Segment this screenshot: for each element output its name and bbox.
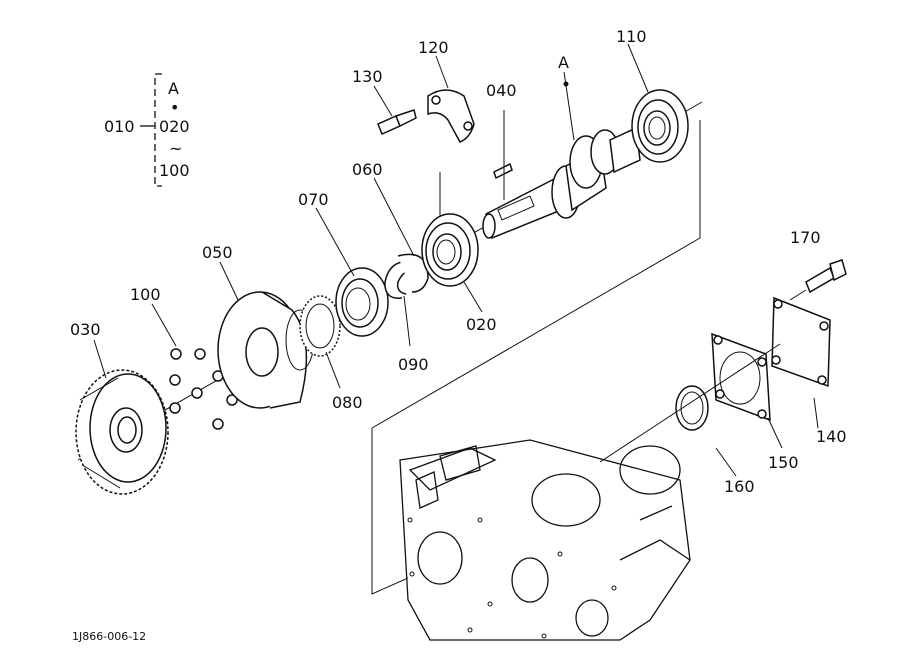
part-140-cover	[771, 296, 831, 388]
part-170-bolt	[789, 259, 847, 301]
label-170: 170	[790, 228, 821, 247]
ref-a-bullet	[563, 81, 569, 87]
label-150: 150	[768, 453, 799, 472]
part-160-o-ring	[675, 385, 709, 431]
label-140: 140	[816, 427, 847, 446]
part-080-needle-bearing	[299, 295, 341, 357]
figure-code: 1J866-006-12	[72, 630, 146, 643]
part-020-ball-bearing	[421, 213, 479, 287]
legend-bracket	[154, 73, 162, 187]
label-160: 160	[724, 477, 755, 496]
part-150-gasket	[711, 332, 771, 422]
label-ref-a: A	[558, 53, 569, 72]
part-shaft	[482, 126, 641, 240]
label-040: 040	[486, 81, 517, 100]
legend-bullet: •	[170, 98, 179, 117]
legend-from-code: 020	[159, 117, 190, 136]
case-frame-left	[371, 428, 409, 595]
part-040-key	[493, 110, 513, 200]
label-030: 030	[70, 320, 101, 339]
label-050: 050	[202, 243, 233, 262]
label-060: 060	[352, 160, 383, 179]
legend-ref: A	[168, 79, 179, 98]
label-100: 100	[130, 285, 161, 304]
legend-to-code: 100	[159, 161, 190, 180]
legend-tilde: ~	[169, 139, 182, 158]
part-050-gear-hub	[217, 291, 315, 409]
cover-axis-line	[599, 343, 781, 463]
part-110-ball-bearing	[631, 89, 689, 163]
part-100-balls	[169, 348, 238, 430]
case-frame-top	[371, 237, 701, 429]
part-070-collar	[335, 267, 389, 337]
label-080: 080	[332, 393, 363, 412]
part-030-idle-gear	[75, 369, 169, 495]
engine-gear-case	[399, 439, 691, 641]
part-120-stopper	[427, 89, 475, 143]
legend-main-code: 010	[104, 117, 135, 136]
assembly-legend: 010 A • 020 ~ 100	[104, 73, 190, 187]
label-070: 070	[298, 190, 329, 209]
label-110: 110	[616, 27, 647, 46]
label-130: 130	[352, 67, 383, 86]
label-020: 020	[466, 315, 497, 334]
label-090: 090	[398, 355, 429, 374]
label-120: 120	[418, 38, 449, 57]
part-130-screw	[377, 109, 417, 136]
part-labels: 120 130 040 A 110 060 070 050 100 030 02…	[70, 27, 847, 496]
